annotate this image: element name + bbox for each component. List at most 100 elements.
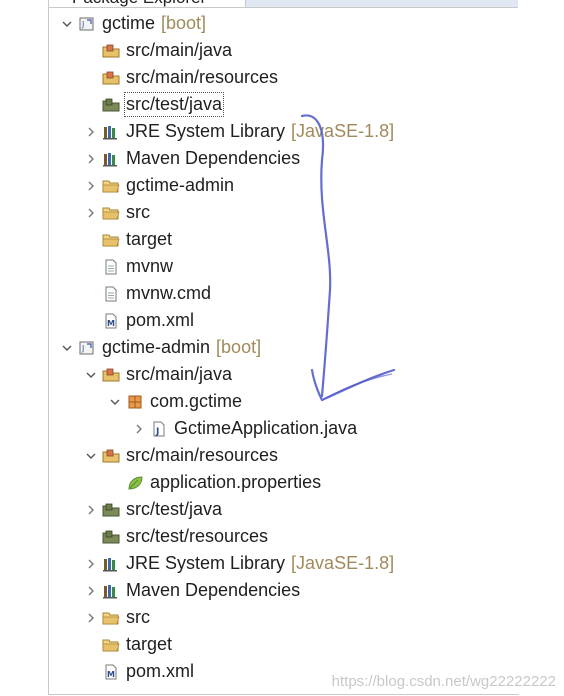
chevron-right-icon[interactable] <box>82 177 100 195</box>
project-icon: J <box>78 15 96 33</box>
chevron-right-icon[interactable] <box>82 582 100 600</box>
tree-item[interactable]: src <box>82 199 150 226</box>
tree-item[interactable]: src/main/java <box>82 37 232 64</box>
tree-item[interactable]: src/test/java <box>82 91 225 118</box>
tree-item-label: Maven Dependencies <box>126 148 301 168</box>
twisty-spacer <box>82 528 100 546</box>
tree-item-label: target <box>126 634 173 654</box>
tree-item-label: GctimeApplication.java <box>174 418 358 438</box>
chevron-right-icon[interactable] <box>82 123 100 141</box>
twisty-spacer <box>82 285 100 303</box>
spring-leaf-icon <box>126 474 144 492</box>
tree-item[interactable]: src/test/resources <box>82 523 268 550</box>
tree-item-label: src/main/java <box>126 364 233 384</box>
twisty-spacer <box>82 663 100 681</box>
chevron-right-icon[interactable] <box>82 609 100 627</box>
chevron-down-icon[interactable] <box>58 15 76 33</box>
svg-text:J: J <box>81 344 84 353</box>
tree-item[interactable]: gctime-admin <box>82 172 234 199</box>
chevron-right-icon[interactable] <box>82 204 100 222</box>
tree-item-label: src/test/java <box>123 92 225 117</box>
svg-text:M: M <box>107 319 115 328</box>
test-source-folder-icon <box>102 528 120 546</box>
tree-item-decoration: [JavaSE-1.8] <box>291 121 395 141</box>
tree-item[interactable]: JRE System Library[JavaSE-1.8] <box>82 550 394 577</box>
tree-item-label: src <box>126 607 150 627</box>
tree-item-label: mvnw.cmd <box>126 283 212 303</box>
library-icon <box>102 123 120 141</box>
tree-item[interactable]: Maven Dependencies <box>82 145 300 172</box>
package-icon <box>126 393 144 411</box>
tree-item[interactable]: application.properties <box>106 469 321 496</box>
twisty-spacer <box>82 258 100 276</box>
twisty-spacer <box>106 474 124 492</box>
maven-pom-icon: M <box>102 663 120 681</box>
twisty-spacer <box>82 636 100 654</box>
chevron-right-icon[interactable] <box>130 420 148 438</box>
folder-icon <box>102 636 120 654</box>
tree-item[interactable]: Maven Dependencies <box>82 577 300 604</box>
file-icon <box>102 258 120 276</box>
watermark: https://blog.csdn.net/wg22222222 <box>331 673 556 690</box>
chevron-down-icon[interactable] <box>82 366 100 384</box>
panel-title: Package Explorer <box>72 0 206 8</box>
chevron-right-icon[interactable] <box>82 150 100 168</box>
tree-item[interactable]: J GctimeApplication.java <box>130 415 357 442</box>
tree-item-label: src <box>126 202 150 222</box>
tree-item[interactable]: src/main/java <box>82 361 232 388</box>
twisty-spacer <box>82 231 100 249</box>
tree-item[interactable]: src/main/resources <box>82 64 278 91</box>
tree-item-label: Maven Dependencies <box>126 580 301 600</box>
svg-text:M: M <box>107 670 115 679</box>
project-icon: J <box>78 339 96 357</box>
chevron-right-icon[interactable] <box>82 555 100 573</box>
tree-item[interactable]: src/main/resources <box>82 442 278 469</box>
tree-item-label: pom.xml <box>126 661 195 681</box>
tree-item-label: src/main/resources <box>126 67 279 87</box>
library-icon <box>102 582 120 600</box>
maven-pom-icon: M <box>102 312 120 330</box>
tree-item[interactable]: src <box>82 604 150 631</box>
tree-item-label: target <box>126 229 173 249</box>
source-folder-icon <box>102 366 120 384</box>
library-icon <box>102 150 120 168</box>
chevron-down-icon[interactable] <box>58 339 76 357</box>
twisty-spacer <box>82 42 100 60</box>
tree-item-label: src/main/resources <box>126 445 279 465</box>
tree-item-label: src/main/java <box>126 40 233 60</box>
chevron-down-icon[interactable] <box>106 393 124 411</box>
source-folder-icon <box>102 42 120 60</box>
tree-item[interactable]: mvnw <box>82 253 173 280</box>
panel-tab-strip <box>246 0 518 8</box>
twisty-spacer <box>82 312 100 330</box>
package-explorer-panel <box>48 0 519 695</box>
tree-item[interactable]: com.gctime <box>106 388 242 415</box>
java-file-icon: J <box>150 420 168 438</box>
tree-item-decoration: [boot] <box>216 337 262 357</box>
tree-item[interactable]: target <box>82 631 172 658</box>
tree-item[interactable]: mvnw.cmd <box>82 280 211 307</box>
tree-item-label: JRE System Library <box>126 553 286 573</box>
tree-item-label: mvnw <box>126 256 174 276</box>
source-folder-icon <box>102 69 120 87</box>
tree-item[interactable]: target <box>82 226 172 253</box>
tree-item-label: src/test/java <box>126 499 223 519</box>
tree-item-decoration: [JavaSE-1.8] <box>291 553 395 573</box>
chevron-down-icon[interactable] <box>82 447 100 465</box>
twisty-spacer <box>82 69 100 87</box>
chevron-right-icon[interactable] <box>82 501 100 519</box>
tree-item[interactable]: src/test/java <box>82 496 222 523</box>
tree-item-label: JRE System Library <box>126 121 286 141</box>
folder-icon <box>102 231 120 249</box>
tree-item-label: src/test/resources <box>126 526 269 546</box>
tree-item-decoration: [boot] <box>161 13 207 33</box>
package-explorer-tab[interactable] <box>48 0 246 8</box>
folder-icon <box>102 204 120 222</box>
tree-item-label: application.properties <box>150 472 322 492</box>
tree-item-label: gctime-admin <box>102 337 211 357</box>
tree-item[interactable]: JRE System Library[JavaSE-1.8] <box>82 118 394 145</box>
